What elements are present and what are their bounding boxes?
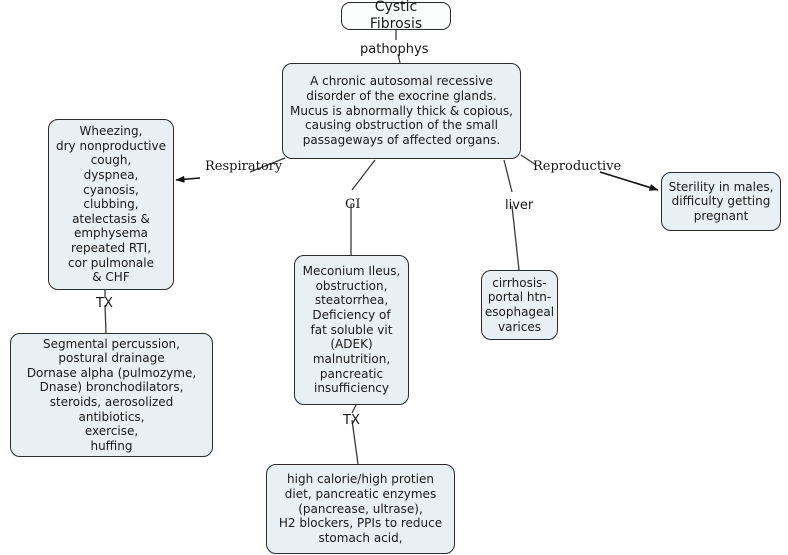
edge-label-reproductive: Reproductive (533, 159, 622, 174)
edge-label-tx-respiratory: TX (96, 296, 113, 311)
connector-pathophys-to-liver (503, 159, 513, 193)
node-gi-treatment[interactable]: high calorie/high protien diet, pancreat… (266, 464, 455, 554)
edge-label-respiratory: Respiratory (205, 159, 283, 174)
node-respiratory-treatment[interactable]: Segmental percussion, postural drainage … (10, 333, 213, 457)
node-reproductive-manifestations[interactable]: Sterility in males, difficulty getting p… (661, 172, 781, 231)
connector-liver-label-to-liver-box (511, 205, 520, 271)
node-pathophysiology-description[interactable]: A chronic autosomal recessive disorder o… (282, 63, 521, 159)
node-liver-manifestations[interactable]: cirrhosis- portal htn- esophageal varice… (481, 270, 558, 340)
node-respiratory-manifestations[interactable]: Wheezing, dry nonproductive cough, dyspn… (48, 119, 174, 290)
connector-reproductive-arrow (599, 171, 659, 191)
edge-label-pathophys: pathophys (360, 42, 429, 57)
edge-label-gi: GI (345, 197, 361, 212)
node-cystic-fibrosis[interactable]: Cystic Fibrosis (341, 0, 451, 32)
connector-respiratory-arrow (175, 175, 201, 183)
connector-gi-to-tx-upper (351, 404, 357, 414)
edge-label-tx-gi: TX (343, 413, 360, 428)
edge-label-liver: liver (505, 198, 534, 213)
node-gi-manifestations[interactable]: Meconium Ileus, obstruction, steatorrhea… (294, 255, 409, 405)
connector-pathophys-to-gi (351, 159, 376, 191)
